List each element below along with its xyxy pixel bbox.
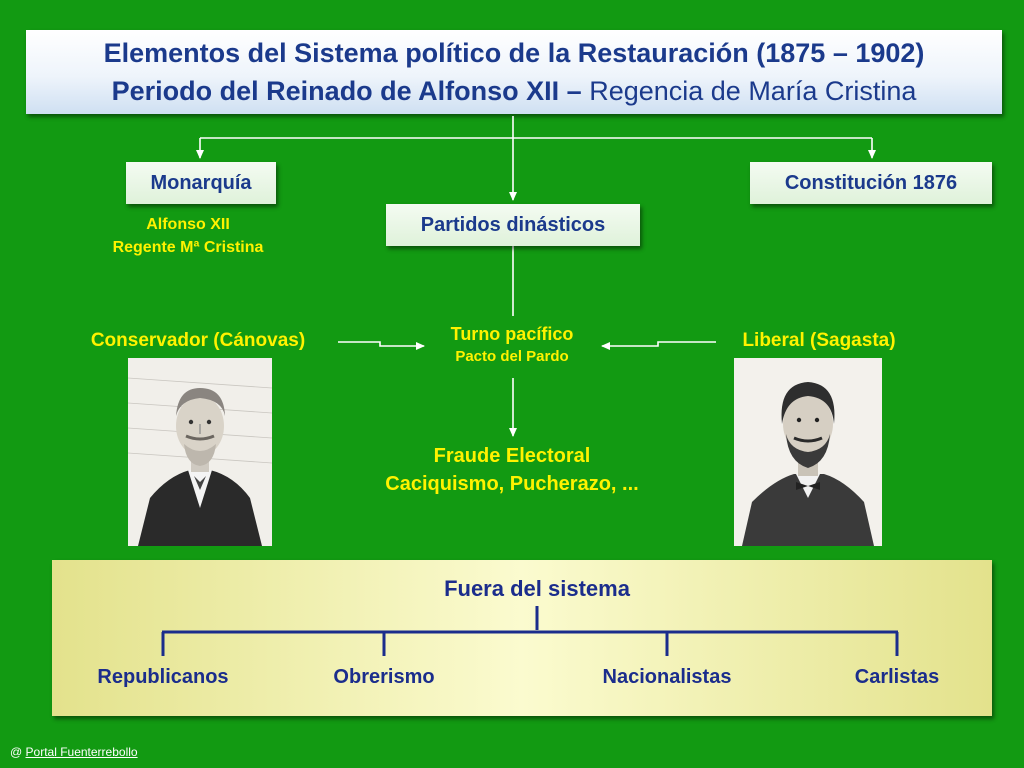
monarquia-node: Monarquía xyxy=(126,162,276,204)
sagasta-portrait xyxy=(734,358,882,546)
arrow-liberal-to-turno xyxy=(601,341,716,350)
constitucion-node: Constitución 1876 xyxy=(750,162,992,204)
monarquia-detail-line-1: Alfonso XII xyxy=(146,216,230,233)
fraude-line-2: Caciquismo, Pucherazo, ... xyxy=(385,473,639,495)
group-nacionalistas: Nacionalistas xyxy=(602,666,732,688)
arrow-conservador-to-turno xyxy=(338,341,425,350)
canovas-portrait xyxy=(128,358,272,546)
turno-line-1: Turno pacífico xyxy=(450,324,574,344)
conservador-label: Conservador (Cánovas) xyxy=(90,330,306,351)
title-line-2: Periodo del Reinado de Alfonso XII – Reg… xyxy=(26,76,1002,107)
title-box: Elementos del Sistema político de la Res… xyxy=(26,30,1002,114)
fuera-del-sistema-box xyxy=(52,560,992,716)
liberal-label: Liberal (Sagasta) xyxy=(742,330,896,351)
portal-fuenterrebollo-link[interactable]: Portal Fuenterrebollo xyxy=(25,745,138,759)
fraude-line-1: Fraude Electoral xyxy=(433,445,591,467)
title-line-2-rest: Regencia de María Cristina xyxy=(581,76,917,106)
title-line-1: Elementos del Sistema político de la Res… xyxy=(103,38,925,68)
group-republicanos: Republicanos xyxy=(97,666,229,688)
monarquia-detail-line-2: Regente Mª Cristina xyxy=(112,239,264,256)
group-obrerismo: Obrerismo xyxy=(333,666,435,688)
title-line-2-bold: Periodo del Reinado de Alfonso XII – xyxy=(111,76,582,106)
fuera-title: Fuera del sistema xyxy=(444,576,630,601)
monarquia-detail: Alfonso XII Regente Mª Cristina xyxy=(60,213,316,259)
footer-prefix: @ xyxy=(10,745,26,759)
fraude-electoral: Fraude Electoral Caciquismo, Pucherazo, … xyxy=(352,442,672,498)
turno-pacifico: Turno pacífico Pacto del Pardo xyxy=(412,322,612,368)
group-carlistas: Carlistas xyxy=(854,666,940,688)
turno-line-2: Pacto del Pardo xyxy=(455,348,569,365)
footer-credit: @ Portal Fuenterrebollo xyxy=(10,745,138,759)
partidos-node: Partidos dinásticos xyxy=(386,204,640,246)
